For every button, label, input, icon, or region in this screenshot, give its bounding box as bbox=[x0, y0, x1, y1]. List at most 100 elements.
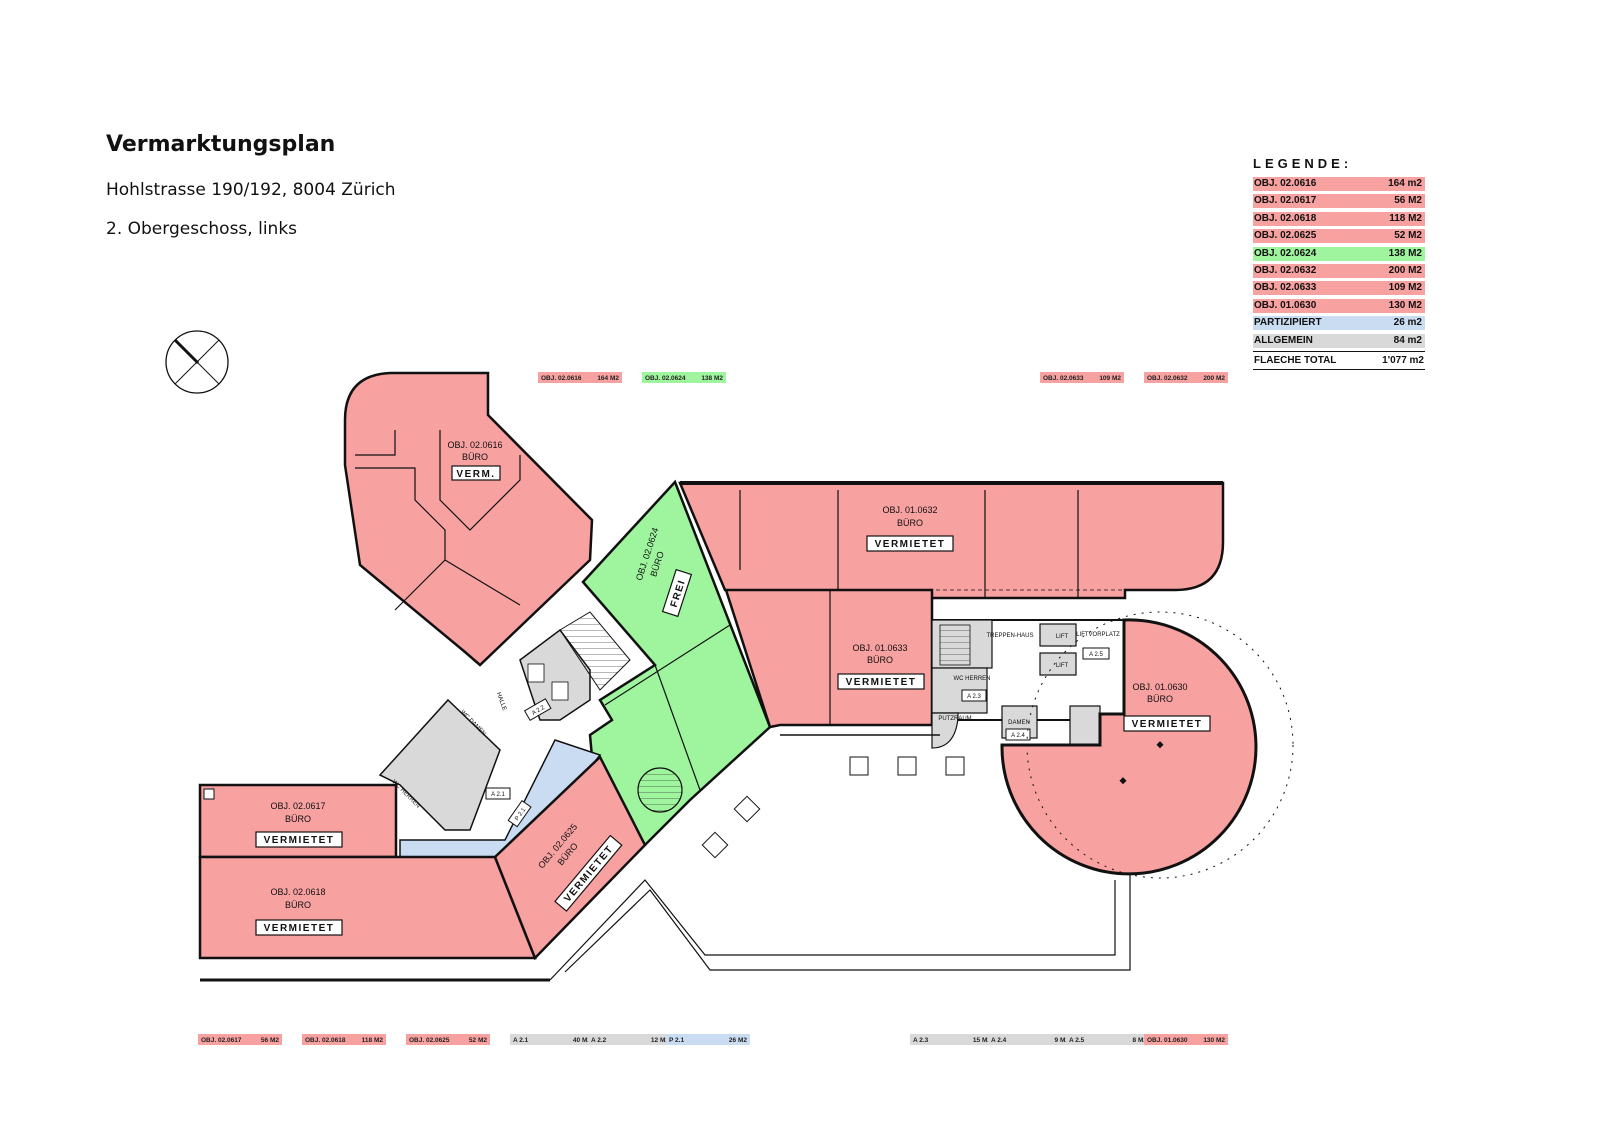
unit-02-0624[interactable]: OBJ. 02.0624 BÜRO FREI bbox=[581, 479, 772, 847]
total-label: FLAECHE TOTAL bbox=[1254, 354, 1337, 366]
status-badge bbox=[255, 831, 343, 848]
skylight bbox=[849, 756, 869, 776]
status-badge bbox=[554, 834, 623, 912]
unit-02-0618-area bbox=[198, 855, 537, 960]
unit-01-0630-area bbox=[1000, 618, 1258, 876]
area-tag-label: OBJ. 01.0630 bbox=[1147, 1037, 1188, 1044]
area-tag-value: 130 M2 bbox=[1203, 1037, 1225, 1044]
unit-stamp: VERMIETET bbox=[264, 923, 335, 934]
service-core-left: WC DAMEN WC HERREN A 2.1 A 2.2 HALLE bbox=[378, 611, 631, 831]
legend-label: OBJ. 02.0618 bbox=[1254, 212, 1317, 224]
area-tag-value: 138 M2 bbox=[701, 375, 723, 382]
area-tag-bg bbox=[910, 1034, 994, 1045]
unit-id: OBJ. 02.0617 bbox=[270, 801, 325, 811]
status-badge bbox=[1123, 715, 1211, 732]
area-tag-label: A 2.5 bbox=[1069, 1037, 1085, 1044]
legend-value: 26 m2 bbox=[1393, 317, 1422, 329]
unit-02-0625-area bbox=[493, 754, 647, 961]
unit-use: BÜRO bbox=[462, 452, 488, 462]
unit-stamp: VERMIETET bbox=[1132, 719, 1203, 730]
area-tag: OBJ. 02.0618 118 M2 bbox=[302, 1034, 386, 1045]
wc-core bbox=[378, 698, 501, 831]
stair-icon bbox=[939, 624, 971, 666]
legend-value: 138 M2 bbox=[1388, 247, 1422, 259]
cleaning-label: PUTZRAUM bbox=[938, 716, 971, 722]
unit-id: OBJ. 01.0632 bbox=[882, 505, 937, 515]
area-tag-bg bbox=[302, 1034, 386, 1045]
area-label: A 2.4 bbox=[1011, 733, 1025, 739]
area-tag-label: OBJ. 02.0624 bbox=[645, 375, 686, 382]
area-tag-value: 26 M2 bbox=[729, 1037, 747, 1044]
area-tag-label: P 2.1 bbox=[669, 1037, 684, 1044]
unit-01-0633[interactable]: OBJ. 01.0633 BÜRO VERMIETET bbox=[724, 588, 934, 729]
area-tag-value: 200 M2 bbox=[1203, 375, 1225, 382]
legend-label: OBJ. 02.0616 bbox=[1254, 178, 1317, 189]
wall bbox=[444, 559, 521, 606]
unit-use: BÜRO bbox=[1147, 694, 1173, 704]
area-label-box bbox=[1005, 728, 1031, 741]
area-tag-label: A 2.4 bbox=[991, 1037, 1007, 1044]
area-tag-label: A 2.1 bbox=[513, 1037, 529, 1044]
area-label: A 2.5 bbox=[1089, 652, 1103, 658]
terrace bbox=[549, 734, 1131, 981]
unit-02-0618[interactable]: OBJ. 02.0618 BÜRO VERMIETET bbox=[198, 855, 550, 982]
area-tag-label: OBJ. 02.0625 bbox=[409, 1037, 450, 1044]
area-tag-value: 118 M2 bbox=[362, 1037, 384, 1044]
area-tag-label: A 2.3 bbox=[913, 1037, 929, 1044]
area-tag-bg bbox=[642, 372, 726, 383]
area-tag-bg bbox=[588, 1034, 672, 1045]
unit-02-0625[interactable]: OBJ. 02.0625 BÜRO VERMIETET bbox=[493, 754, 647, 961]
area-tag-bg bbox=[1040, 372, 1124, 383]
lift bbox=[551, 681, 569, 701]
area-tag-label: OBJ. 02.0618 bbox=[305, 1037, 346, 1044]
area-tag-bg bbox=[666, 1034, 750, 1045]
unit-02-0616[interactable]: OBJ. 02.0616 BÜRO VERM. bbox=[343, 371, 594, 667]
unit-stamp: VERMIETET bbox=[264, 835, 335, 846]
wall bbox=[654, 664, 701, 791]
wall bbox=[355, 430, 396, 456]
unit-02-0617[interactable]: OBJ. 02.0617 BÜRO VERMIETET bbox=[198, 783, 398, 859]
unit-use: BÜRO bbox=[897, 518, 923, 528]
area-tag-label: OBJ. 02.0616 bbox=[541, 375, 582, 382]
area-tag-value: 109 M2 bbox=[1099, 375, 1121, 382]
unit-id: OBJ. 02.0616 bbox=[447, 440, 502, 450]
unit-01-0630[interactable]: OBJ. 01.0630 BÜRO VERMIETET bbox=[1000, 611, 1294, 879]
area-tag: P 2.1 26 M2 bbox=[666, 1034, 750, 1045]
area-tag-bg bbox=[1144, 1034, 1228, 1045]
page-title: Vermarktungsplan bbox=[106, 132, 336, 157]
legend-value: 84 m2 bbox=[1393, 334, 1422, 346]
wc-label: DAMEN bbox=[1008, 720, 1030, 726]
area-tag-bg bbox=[1066, 1034, 1150, 1045]
wall bbox=[439, 430, 521, 531]
area-label-box bbox=[507, 800, 532, 828]
legend-value: 109 M2 bbox=[1388, 282, 1422, 294]
total-value: 1'077 m2 bbox=[1382, 354, 1424, 366]
wall bbox=[355, 467, 446, 611]
legend-value: 56 M2 bbox=[1394, 195, 1422, 207]
skylight bbox=[733, 795, 761, 823]
legend-value: 200 M2 bbox=[1388, 264, 1422, 276]
unit-01-0632[interactable]: OBJ. 01.0632 BÜRO VERMIETET bbox=[678, 481, 1225, 600]
wall bbox=[604, 624, 771, 728]
unit-use: BÜRO bbox=[285, 814, 311, 824]
unit-use: BÜRO bbox=[867, 655, 893, 665]
shaft bbox=[1069, 705, 1101, 747]
area-tag-label: A 2.2 bbox=[591, 1037, 607, 1044]
status-badge bbox=[866, 535, 954, 552]
area-tag-label: OBJ. 02.0617 bbox=[201, 1037, 242, 1044]
compass-icon bbox=[165, 330, 229, 394]
